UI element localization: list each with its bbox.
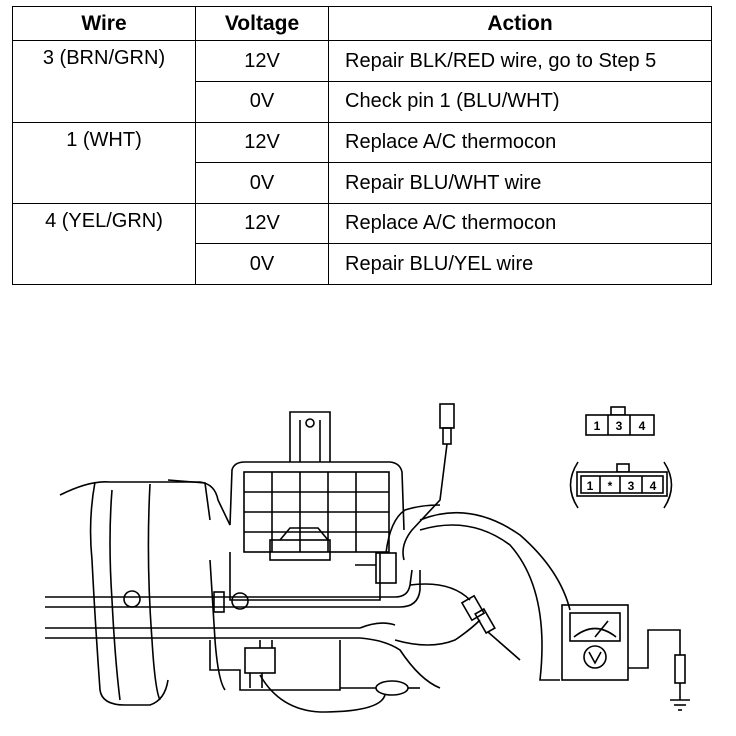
- multimeter: [561, 604, 686, 700]
- voltage-cell: 12V: [195, 40, 329, 83]
- connector-top-pinout: 1 3 4: [585, 406, 655, 436]
- pin-label: 4: [650, 479, 657, 493]
- table-row: 0V Check pin 1 (BLU/WHT): [13, 81, 712, 123]
- pin-label: 4: [639, 419, 646, 433]
- voltage-cell: 12V: [195, 121, 329, 164]
- voltage-cell: 0V: [195, 81, 329, 123]
- table-row: 0V Repair BLU/WHT wire: [13, 162, 712, 204]
- table-row: 1 (WHT) 12V Replace A/C thermocon: [12, 121, 712, 204]
- harness-wires: [259, 403, 571, 713]
- voltage-cell: 12V: [195, 202, 329, 245]
- voltage-cell: 0V: [195, 243, 329, 285]
- action-cell: Replace A/C thermocon: [328, 202, 712, 245]
- header-voltage: Voltage: [195, 5, 329, 42]
- pin-label: 3: [616, 419, 623, 433]
- table-header-row: Wire Voltage Action: [12, 5, 712, 42]
- wire-cell: 1 (WHT): [12, 121, 196, 204]
- table-row: 0V Repair BLU/YEL wire: [13, 243, 712, 285]
- header-action: Action: [328, 5, 712, 42]
- table-row: 3 (BRN/GRN) 12V Repair BLK/RED wire, go …: [12, 40, 712, 123]
- pin-label: 1: [594, 419, 601, 433]
- header-wire: Wire: [12, 5, 196, 42]
- evaporator-housing-illustration: [45, 411, 441, 706]
- wire-cell: 4 (YEL/GRN): [12, 202, 196, 286]
- wiring-diagram: 1 3 4 1 * 3 4: [45, 403, 690, 713]
- action-cell: Repair BLU/WHT wire: [328, 162, 712, 204]
- pin-label: *: [608, 479, 613, 493]
- diagnosis-table: Wire Voltage Action 3 (BRN/GRN) 12V Repa…: [12, 5, 712, 286]
- ground-symbol: [670, 699, 690, 711]
- pin-label: 3: [628, 479, 635, 493]
- action-cell: Check pin 1 (BLU/WHT): [328, 81, 712, 123]
- action-cell: Replace A/C thermocon: [328, 121, 712, 164]
- table-row: 4 (YEL/GRN) 12V Replace A/C thermocon: [12, 202, 712, 286]
- connector-bottom-pinout: 1 * 3 4: [569, 461, 673, 509]
- action-cell: Repair BLU/YEL wire: [328, 243, 712, 285]
- pin-label: 1: [587, 479, 594, 493]
- action-cell: Repair BLK/RED wire, go to Step 5: [328, 40, 712, 83]
- voltage-cell: 0V: [195, 162, 329, 204]
- wire-cell: 3 (BRN/GRN): [12, 40, 196, 123]
